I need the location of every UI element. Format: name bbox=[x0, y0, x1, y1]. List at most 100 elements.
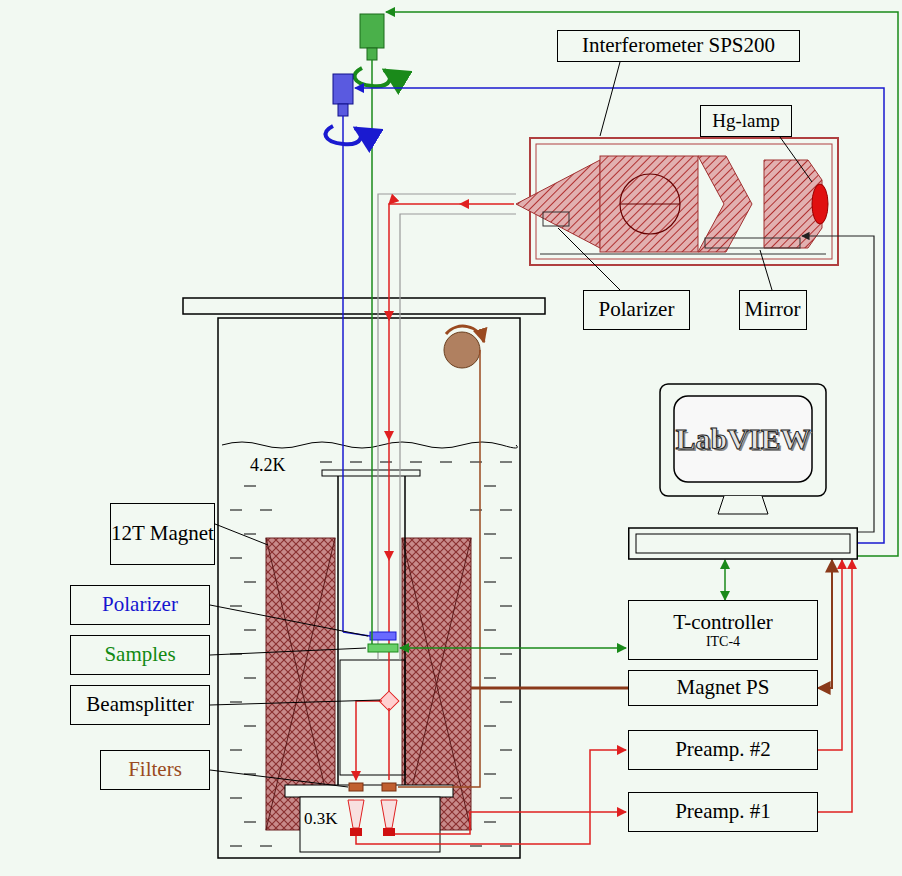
label-text: Mirror bbox=[745, 298, 801, 321]
liquid-dash bbox=[500, 654, 512, 655]
polarizer-motor bbox=[333, 74, 353, 104]
liquid-dash bbox=[484, 582, 496, 583]
liquid-helium bbox=[230, 462, 512, 846]
filter-drive bbox=[398, 350, 480, 787]
liquid-dash bbox=[484, 534, 496, 535]
label-box: Preamp. #1 bbox=[628, 792, 818, 832]
sample-shaft bbox=[371, 60, 373, 644]
input-polarizer bbox=[543, 212, 569, 226]
label-text: Filters bbox=[128, 758, 182, 781]
liquid-dash bbox=[500, 750, 512, 751]
liquid-dash bbox=[244, 630, 256, 631]
liquid-dash bbox=[484, 774, 496, 775]
label-text: T-controller bbox=[673, 611, 773, 634]
liquid-dash bbox=[230, 510, 242, 511]
temperature-label: 0.3K bbox=[304, 810, 338, 827]
dewar-flange bbox=[183, 298, 545, 314]
liquid-dash bbox=[500, 510, 512, 511]
interferometer-body bbox=[600, 156, 698, 252]
liquid-dash bbox=[500, 702, 512, 703]
signal-connector bbox=[818, 560, 842, 750]
liquid-dash bbox=[350, 462, 362, 463]
rotation-arrow bbox=[446, 326, 484, 342]
liquid-dash bbox=[320, 462, 332, 463]
liquid-dash bbox=[244, 486, 256, 487]
signal-wire bbox=[356, 750, 626, 844]
liquid-dash bbox=[230, 702, 242, 703]
liquid-dash bbox=[500, 558, 512, 559]
label-box: Hg-lamp bbox=[700, 105, 792, 137]
label-box: Beamsplitter bbox=[70, 685, 210, 725]
liquid-dash bbox=[484, 822, 496, 823]
sample-motor bbox=[367, 48, 377, 60]
liquid-dash bbox=[484, 630, 496, 631]
label-box: Polarizer bbox=[583, 290, 690, 330]
leader-line bbox=[210, 62, 812, 787]
label-box: Filters bbox=[100, 750, 210, 790]
monitor-screen bbox=[674, 396, 812, 482]
liquid-dash bbox=[470, 846, 482, 847]
insert-flange bbox=[322, 470, 420, 476]
label-text: Hg-lamp bbox=[712, 111, 780, 132]
ir-beam bbox=[389, 204, 514, 700]
interferometer-rail bbox=[540, 254, 826, 255]
filter-gear bbox=[444, 332, 480, 368]
signal-connector bbox=[724, 560, 726, 600]
beamsplitter bbox=[379, 691, 399, 711]
liquid-dash bbox=[484, 726, 496, 727]
computer-case bbox=[636, 534, 850, 553]
polarizer-shaft bbox=[342, 116, 344, 632]
liquid-dash bbox=[484, 678, 496, 679]
label-box: 12T Magnet bbox=[110, 503, 215, 565]
filter bbox=[349, 783, 363, 791]
screen-text: LabVIEW bbox=[674, 422, 812, 455]
label-box: Preamp. #2 bbox=[628, 730, 818, 770]
signal-wire bbox=[395, 812, 626, 834]
liquid-dash bbox=[244, 726, 256, 727]
label-text: Polarizer bbox=[599, 298, 675, 321]
signal-connector bbox=[818, 560, 852, 812]
liquid-dash bbox=[500, 798, 512, 799]
helium-surface bbox=[222, 442, 517, 448]
liquid-dash bbox=[440, 462, 452, 463]
ir-beam bbox=[356, 701, 389, 780]
cold-polarizer bbox=[370, 632, 396, 640]
bolometer bbox=[350, 828, 362, 836]
label-box: Polarizer bbox=[70, 585, 210, 625]
temperature-wire bbox=[400, 647, 626, 649]
sample-chamber bbox=[340, 660, 405, 775]
detector-cone bbox=[381, 800, 397, 828]
interferometer-wheel bbox=[620, 174, 680, 234]
label-text: Beamsplitter bbox=[86, 693, 193, 716]
magnet-cross bbox=[266, 538, 471, 830]
temperature-label: 4.2K bbox=[250, 456, 286, 474]
light-pipe bbox=[378, 194, 516, 660]
label-text: Polarizer bbox=[102, 593, 178, 616]
computer-drawing bbox=[628, 380, 858, 560]
liquid-dash bbox=[230, 750, 242, 751]
interferometer-wheel bbox=[620, 204, 680, 205]
hg-lamp bbox=[812, 184, 828, 224]
label-text: Preamp. #1 bbox=[675, 800, 771, 823]
detector-cone bbox=[348, 800, 364, 828]
liquid-dash bbox=[230, 846, 242, 847]
label-box: Samples bbox=[70, 635, 210, 675]
bolometer bbox=[383, 828, 395, 836]
liquid-dash bbox=[244, 678, 256, 679]
liquid-dash bbox=[500, 846, 512, 847]
motor-wire bbox=[355, 88, 884, 543]
label-box: T-controllerITC-4 bbox=[628, 600, 818, 660]
liquid-dash bbox=[260, 510, 272, 511]
label-box: Magnet PS bbox=[628, 670, 818, 706]
label-text: 12T Magnet bbox=[111, 522, 214, 545]
liquid-dash bbox=[500, 606, 512, 607]
label-text: Magnet PS bbox=[677, 676, 770, 699]
label-text: ITC-4 bbox=[706, 634, 740, 649]
magnet-current-wire bbox=[471, 687, 628, 690]
motor-wire bbox=[386, 12, 898, 556]
signal-connector bbox=[818, 560, 832, 688]
liquid-dash bbox=[260, 846, 272, 847]
label-text: Preamp. #2 bbox=[675, 738, 771, 761]
beam-cone bbox=[516, 160, 600, 248]
monitor-stand bbox=[718, 496, 768, 514]
